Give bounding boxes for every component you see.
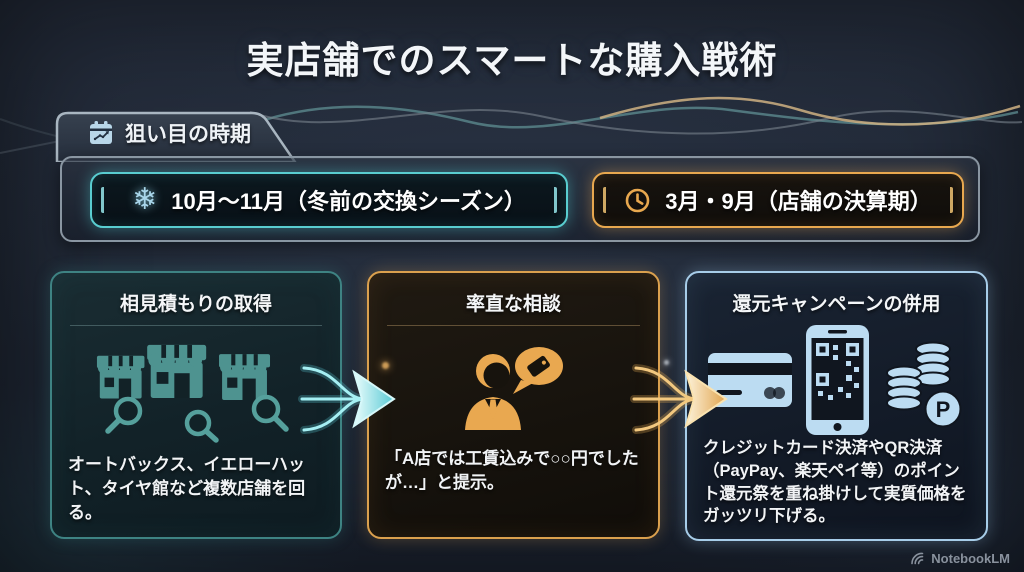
divider (387, 325, 640, 326)
step-card-consult-body: 「A店では工賃込みで○○円でしたが…」と提示。 (385, 448, 639, 492)
step-card-quotes: 相見積もりの取得 (50, 271, 342, 539)
arrow-right-icon (630, 364, 728, 434)
consultation-price-tag-icon (464, 347, 563, 431)
storefronts-search-icon (96, 345, 289, 444)
cashless-payment-icons: P (707, 325, 961, 435)
points-badge-letter: P (935, 397, 950, 422)
step-card-campaign: 還元キャンペーンの併用 (685, 271, 988, 541)
step-card-quotes-body: オートバックス、イエローハット、タイヤ館など複数店舗を回る。 (68, 454, 306, 522)
step-card-quotes-iconarea (68, 326, 324, 453)
step-card-quotes-title: 相見積もりの取得 (119, 294, 272, 315)
clock-icon (625, 188, 650, 212)
divider (70, 325, 322, 326)
coins-points-icon: P (885, 341, 961, 428)
footer-brand: NotebookLM (910, 551, 1010, 566)
step-card-consult: 率直な相談 「A店では工賃込みで○○円でしたが…」と提示。 (367, 271, 660, 539)
timing-period-autumn: ❄ 10月〜11月（冬前の交換シーズン） (90, 172, 568, 228)
arrow-right-icon (298, 364, 396, 434)
footer-brand-label: NotebookLM (931, 551, 1010, 566)
timing-tab: 狙い目の時期 (88, 118, 251, 148)
timing-period-settlement-label: 3月・9月（店舗の決算期） (665, 189, 932, 214)
credit-card-icon (707, 353, 792, 407)
timing-period-settlement: 3月・9月（店舗の決算期） (592, 172, 964, 228)
step-card-consult-iconarea (385, 326, 642, 447)
page-title: 実店舗でのスマートな購入戦術 (246, 40, 778, 81)
timing-tab-label: 狙い目の時期 (125, 123, 251, 146)
notebooklm-logo-icon (911, 552, 924, 565)
timing-period-autumn-label: 10月〜11月（冬前の交換シーズン） (171, 189, 526, 214)
timing-section-box: ❄ 10月〜11月（冬前の交換シーズン） 3月・9月（店舗の決算期） (60, 156, 980, 242)
glow-particle (382, 362, 389, 369)
qr-phone-icon (805, 325, 869, 435)
step-card-campaign-body: クレジットカード決済やQR決済（PayPay、楽天ペイ等）のポイント還元祭を重ね… (703, 439, 967, 526)
step-card-campaign-title: 還元キャンペーンの併用 (732, 294, 941, 315)
snowflake-icon: ❄ (132, 182, 158, 217)
step-card-consult-title: 率直な相談 (465, 294, 561, 315)
step-card-campaign-iconarea: P (703, 325, 970, 437)
timing-tab-shape (55, 111, 297, 162)
glow-particle (664, 360, 669, 365)
calendar-trend-icon (90, 121, 112, 144)
